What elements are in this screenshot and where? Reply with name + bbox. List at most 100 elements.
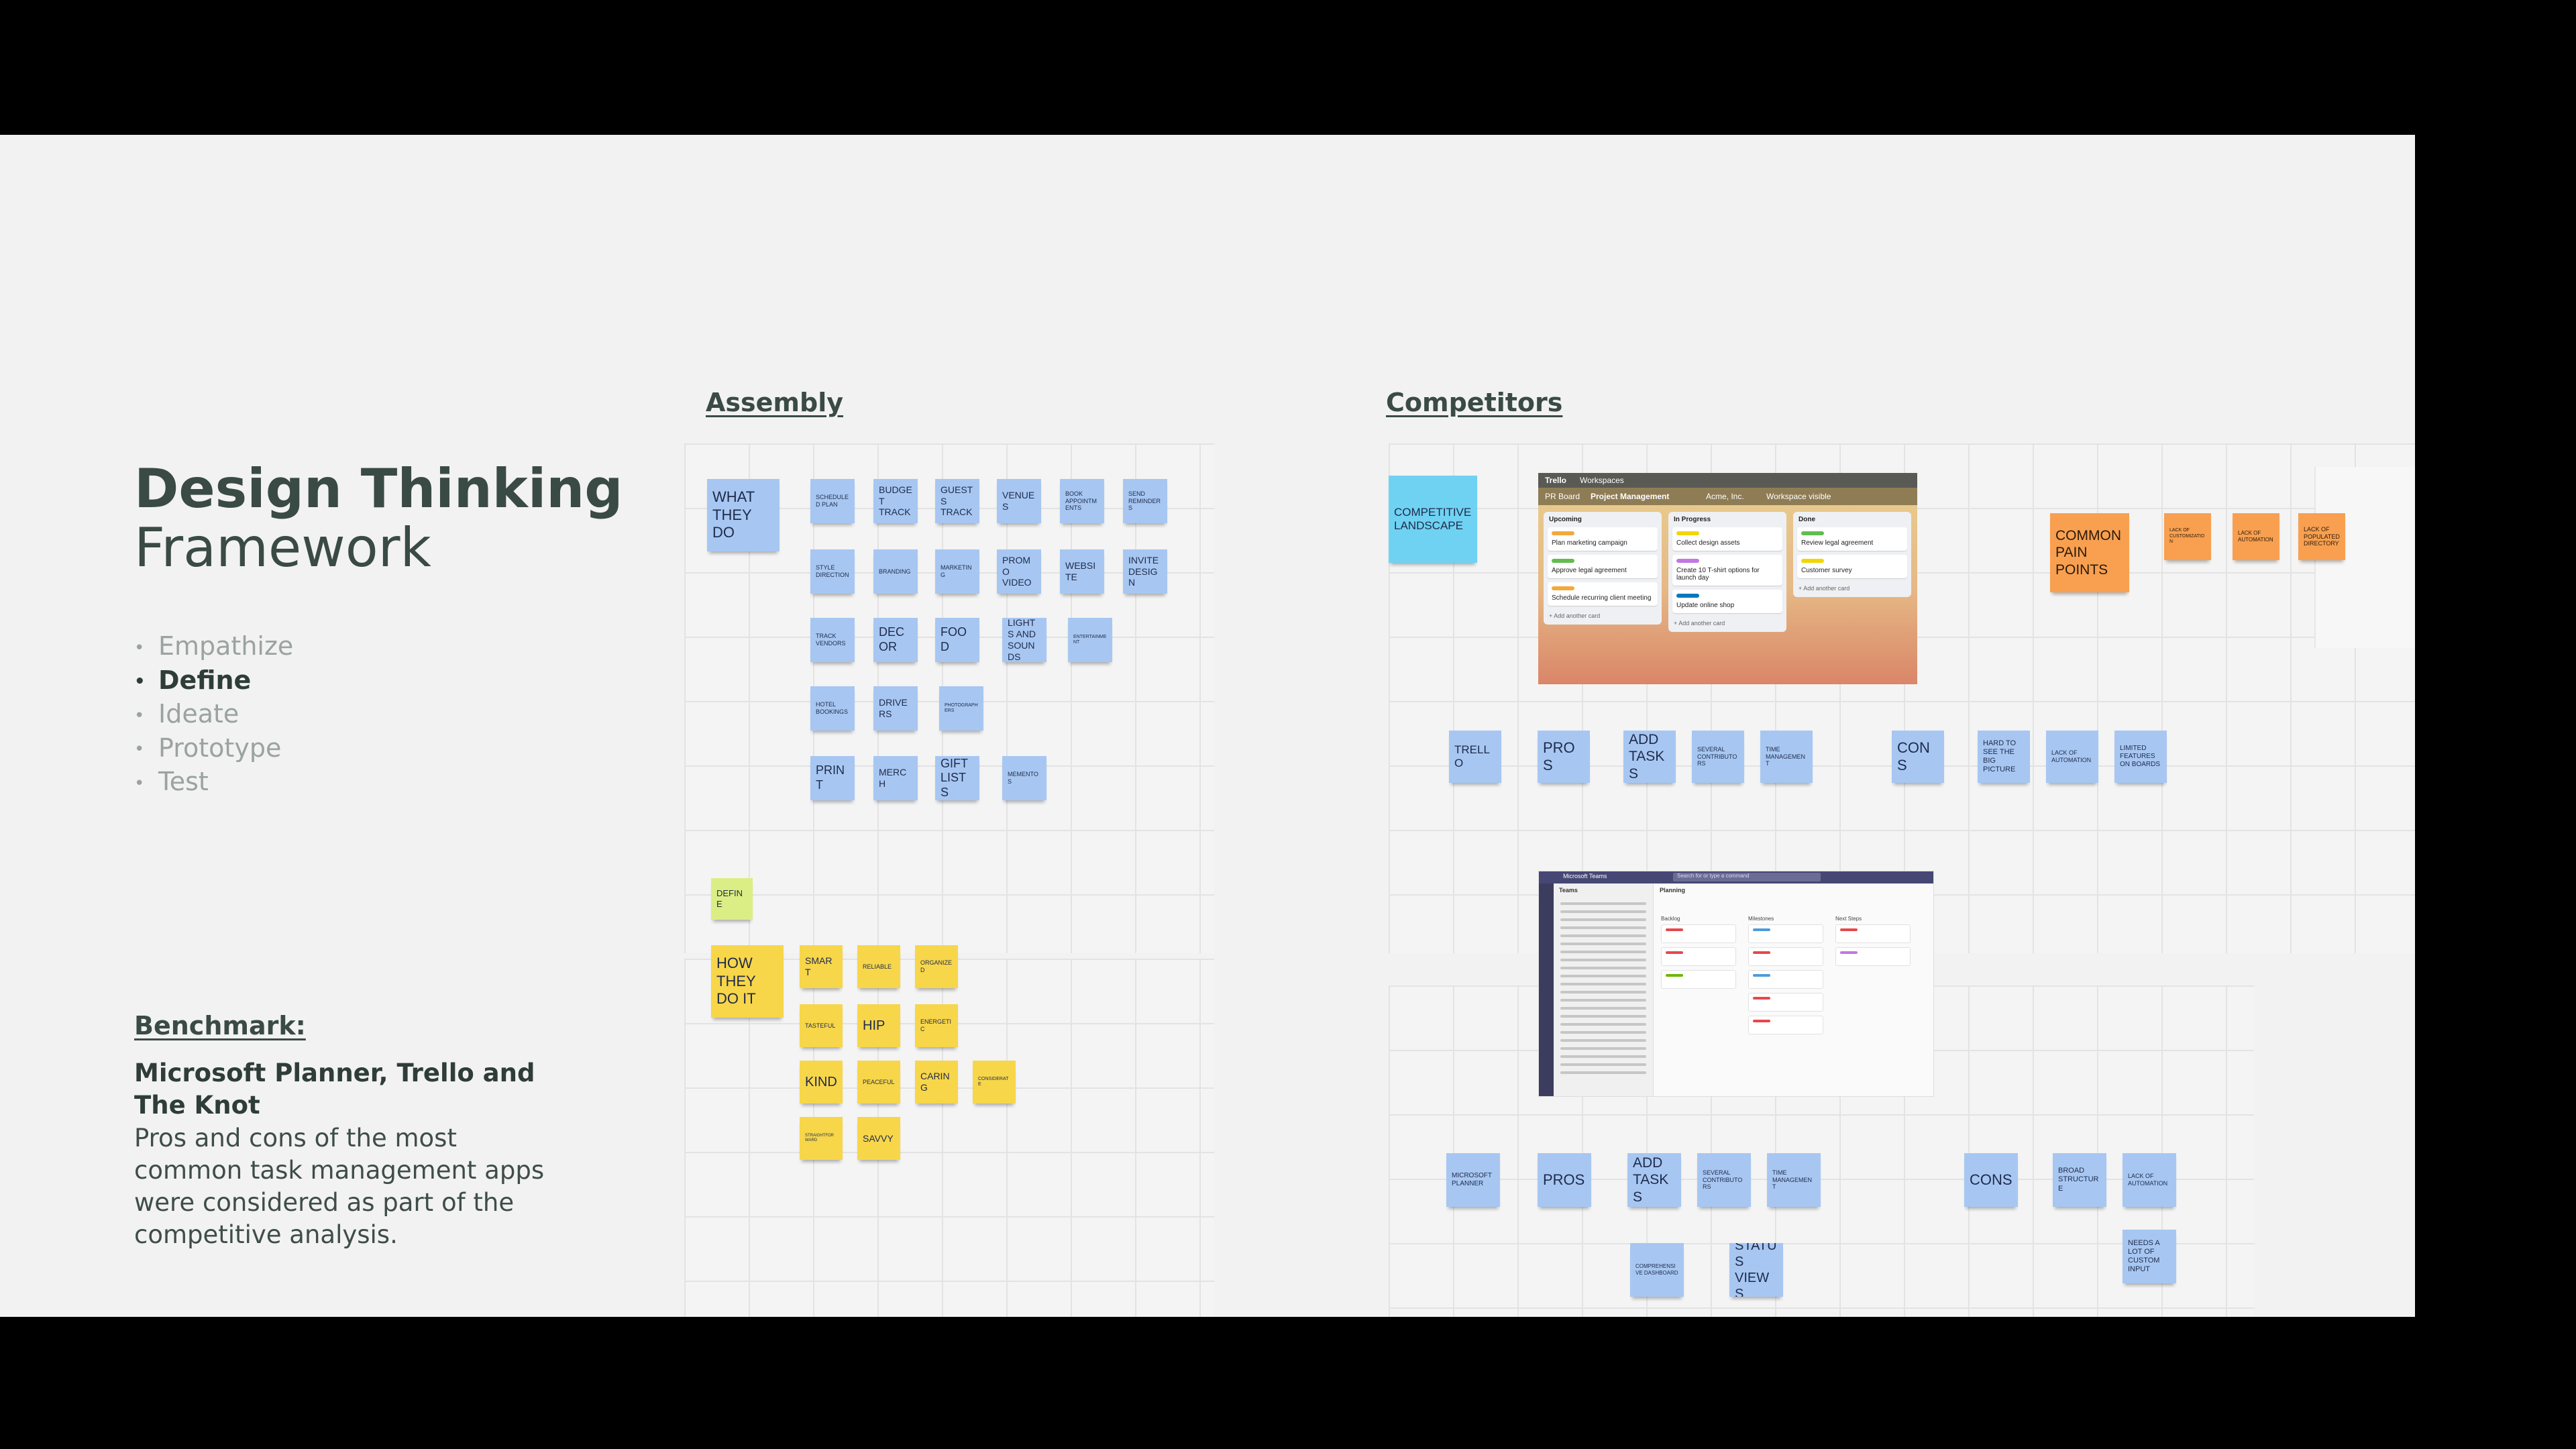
- trello-card-text: Plan marketing campaign: [1552, 539, 1627, 547]
- teams-task: [1748, 993, 1823, 1012]
- sticky-note[interactable]: FOOD: [935, 618, 979, 662]
- sticky-note[interactable]: ENTERTAINMENT: [1068, 618, 1112, 662]
- teams-nav-line: [1560, 967, 1646, 969]
- sticky-note[interactable]: RELIABLE: [857, 945, 900, 988]
- sticky-note[interactable]: WEBSITE: [1060, 549, 1104, 594]
- sticky-note[interactable]: COMMON PAIN POINTS: [2050, 513, 2129, 592]
- sticky-note[interactable]: ENERGETIC: [915, 1004, 958, 1047]
- trello-column-title: In Progress: [1674, 516, 1711, 523]
- sticky-note[interactable]: COMPETITIVE LANDSCAPE: [1389, 476, 1477, 563]
- sticky-note[interactable]: CONS: [1892, 731, 1944, 783]
- sticky-note[interactable]: ADD TASKS: [1623, 731, 1676, 783]
- sticky-note[interactable]: TASTEFUL: [800, 1004, 843, 1047]
- sticky-note[interactable]: STRAIGHTFORWARD: [800, 1117, 843, 1160]
- sticky-note[interactable]: PROMO VIDEO: [997, 549, 1041, 594]
- sticky-note[interactable]: HOTEL BOOKINGS: [810, 686, 855, 731]
- sticky-note[interactable]: DEFINE: [711, 878, 753, 920]
- sticky-note[interactable]: HIP: [857, 1004, 900, 1047]
- teams-nav-line: [1560, 983, 1646, 985]
- sticky-note[interactable]: PROS: [1538, 731, 1590, 783]
- sticky-note[interactable]: ORGANIZED: [915, 945, 958, 988]
- trello-card-label: [1552, 586, 1574, 590]
- trello-board-title: Project Management: [1591, 492, 1670, 501]
- sticky-note[interactable]: LACK OF AUTOMATION: [2046, 731, 2098, 783]
- sticky-note[interactable]: LIGHTS AND SOUNDS: [1002, 618, 1046, 662]
- sticky-note[interactable]: SCHEDULED PLAN: [810, 479, 855, 523]
- sticky-note[interactable]: SEVERAL CONTRIBUTORS: [1692, 731, 1744, 783]
- teams-nav-line: [1560, 991, 1646, 994]
- trello-card: Customer survey: [1797, 555, 1907, 578]
- sticky-note[interactable]: LIMITED FEATURES ON BOARDS: [2114, 731, 2167, 783]
- sticky-note[interactable]: LACK OF POPULATED DIRECTORY: [2298, 513, 2345, 560]
- teams-app-name: Microsoft Teams: [1563, 873, 1607, 879]
- sticky-note[interactable]: PROS: [1538, 1153, 1591, 1207]
- trello-column: In Progress Collect design assets Create…: [1668, 512, 1786, 632]
- sticky-note[interactable]: MERCH: [873, 756, 918, 800]
- sticky-note[interactable]: ADD TASKS: [1627, 1153, 1681, 1207]
- sticky-note[interactable]: TIME MANAGEMENT: [1760, 731, 1813, 783]
- sticky-note[interactable]: COMPREHENSIVE DASHBOARD: [1630, 1243, 1684, 1297]
- sticky-note[interactable]: SEND REMINDERS: [1123, 479, 1167, 523]
- sticky-note[interactable]: DECOR: [873, 618, 918, 662]
- teams-task-label: [1666, 928, 1683, 931]
- sticky-note[interactable]: STATUS VIEWS: [1729, 1243, 1783, 1297]
- sticky-note[interactable]: HARD TO SEE THE BIG PICTURE: [1978, 731, 2030, 783]
- sticky-note[interactable]: SMART: [800, 945, 843, 988]
- sticky-note[interactable]: SEVERAL CONTRIBUTORS: [1697, 1153, 1751, 1207]
- teams-nav-line: [1560, 926, 1646, 929]
- sticky-note[interactable]: MICROSOFT PLANNER: [1446, 1153, 1500, 1207]
- teams-nav-line: [1560, 1047, 1646, 1050]
- sticky-note[interactable]: VENUES: [997, 479, 1041, 523]
- sticky-note[interactable]: WHAT THEY DO: [707, 479, 780, 551]
- sticky-note[interactable]: KIND: [800, 1061, 843, 1104]
- slide: Design Thinking Framework Empathize Defi…: [0, 135, 2415, 1317]
- sticky-note[interactable]: LACK OF CUSTOMIZATION: [2164, 513, 2211, 560]
- trello-add-card: + Add another card: [1549, 612, 1601, 619]
- teams-task: [1748, 924, 1823, 943]
- sticky-note[interactable]: DRIVERS: [873, 686, 918, 731]
- step-empathize: Empathize: [134, 630, 293, 664]
- sticky-note[interactable]: BROAD STRUCTURE: [2053, 1153, 2106, 1207]
- sticky-note[interactable]: STYLE DIRECTION: [810, 549, 855, 594]
- teams-search-input: Search for or type a command: [1673, 873, 1821, 881]
- teams-plan-title: Planning: [1660, 887, 1685, 894]
- sticky-note[interactable]: TIME MANAGEMENT: [1767, 1153, 1821, 1207]
- sticky-note[interactable]: LACK OF AUTOMATION: [2233, 513, 2279, 560]
- teams-task: [1835, 947, 1911, 966]
- sticky-note[interactable]: SAVVY: [857, 1117, 900, 1160]
- sticky-note[interactable]: PHOTOGRAPHERS: [939, 686, 983, 731]
- sticky-note[interactable]: CARING: [915, 1061, 958, 1104]
- sticky-note[interactable]: BUDGET TRACK: [873, 479, 918, 523]
- sticky-note[interactable]: PEACEFUL: [857, 1061, 900, 1104]
- teams-nav-line: [1560, 1007, 1646, 1010]
- sticky-note[interactable]: GIFT LISTS: [935, 756, 979, 800]
- page-title-bold: Design Thinking: [134, 458, 623, 520]
- trello-card-label: [1552, 531, 1574, 535]
- sticky-note[interactable]: HOW THEY DO IT: [711, 945, 784, 1018]
- benchmark-subheading: Microsoft Planner, Trello and The Knot: [134, 1059, 535, 1120]
- sticky-note[interactable]: MEMENTOS: [1002, 756, 1046, 800]
- teams-nav-line: [1560, 975, 1646, 977]
- sticky-note[interactable]: CONSIDERATE: [973, 1061, 1016, 1104]
- sticky-note[interactable]: INVITE DESIGN: [1123, 549, 1167, 594]
- sticky-note[interactable]: NEEDS A LOT OF CUSTOM INPUT: [2123, 1230, 2176, 1283]
- sticky-note[interactable]: TRACK VENDORS: [810, 618, 855, 662]
- teams-nav-line: [1560, 1031, 1646, 1034]
- teams-nav-line: [1560, 1055, 1646, 1058]
- sticky-note[interactable]: BOOK APPOINTMENTS: [1060, 479, 1104, 523]
- sticky-note[interactable]: CONS: [1964, 1153, 2018, 1207]
- sticky-note[interactable]: PRINT: [810, 756, 855, 800]
- teams-nav-line: [1560, 1063, 1646, 1066]
- trello-topbar: Trello Workspaces: [1538, 473, 1917, 488]
- teams-nav-line: [1560, 1071, 1646, 1074]
- teams-task: [1661, 970, 1736, 989]
- trello-card-label: [1552, 559, 1574, 563]
- trello-card-text: Review legal agreement: [1801, 539, 1874, 547]
- sticky-note[interactable]: TRELLO: [1449, 731, 1501, 783]
- teams-nav: Teams: [1554, 883, 1654, 1096]
- sticky-note[interactable]: BRANDING: [873, 549, 918, 594]
- sticky-note[interactable]: GUESTS TRACK: [935, 479, 979, 523]
- sticky-note[interactable]: LACK OF AUTOMATION: [2123, 1153, 2176, 1207]
- teams-lane: Next Steps: [1835, 916, 1911, 970]
- sticky-note[interactable]: MARKETING: [935, 549, 979, 594]
